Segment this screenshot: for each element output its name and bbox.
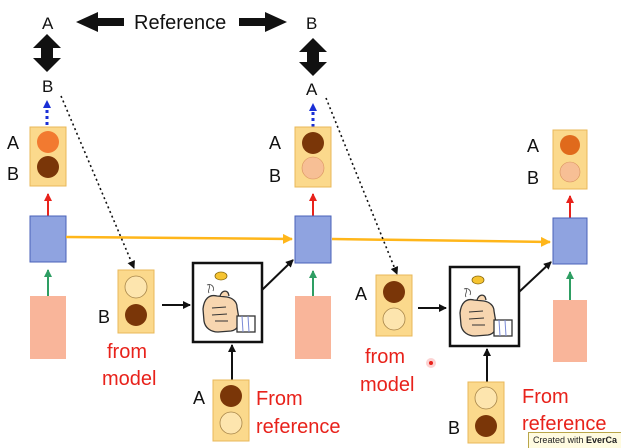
model-2-circle-a bbox=[383, 281, 405, 303]
input-box-right bbox=[553, 300, 587, 362]
model-2-caption-line2: model bbox=[360, 374, 414, 396]
state-mid-a-label: A bbox=[269, 133, 281, 153]
ref-1-circle-a bbox=[220, 385, 242, 407]
ref-left-top-label: A bbox=[42, 14, 54, 33]
ref-2-label: B bbox=[448, 418, 460, 438]
model-2-circle-b bbox=[382, 307, 406, 331]
model-2-label: A bbox=[355, 284, 367, 304]
ref-mid-bottom-label: A bbox=[306, 80, 318, 99]
circle-a-mid bbox=[302, 132, 324, 154]
state-left-b-label: B bbox=[7, 164, 19, 184]
orange-arrow-1 bbox=[65, 233, 293, 244]
ref-left-bottom-label: B bbox=[42, 77, 53, 96]
coin-toss-hand-icon-1 bbox=[202, 271, 256, 333]
state-right-a-label: A bbox=[527, 136, 539, 156]
circle-b-right bbox=[559, 161, 581, 183]
model-1-caption-line1: from bbox=[107, 341, 147, 363]
circle-a-right bbox=[560, 135, 580, 155]
ref-2-circle-b bbox=[475, 415, 497, 437]
orange-arrow-2 bbox=[331, 236, 551, 247]
state-left-a-label: A bbox=[7, 133, 19, 153]
ref-1-caption-line1: From bbox=[256, 388, 303, 410]
reference-arrow-right bbox=[239, 12, 287, 32]
circle-a-left bbox=[37, 131, 59, 153]
input-box-mid bbox=[295, 296, 331, 359]
watermark-prefix: Created with bbox=[532, 435, 586, 445]
circle-b-left bbox=[37, 156, 59, 178]
coin-toss-hand-icon-2 bbox=[459, 275, 513, 337]
model-1-circle-a bbox=[124, 275, 148, 299]
ref-2-caption-line1: From bbox=[522, 386, 569, 408]
dotted-arrow-ref-to-model-1 bbox=[60, 95, 135, 269]
rnn-box-right bbox=[552, 217, 588, 265]
arrow-coin-to-rnn-mid bbox=[261, 259, 294, 291]
arrow-coin-to-rnn-right bbox=[518, 261, 552, 293]
circle-b-mid bbox=[301, 156, 325, 180]
dotted-arrow-ref-to-model-2 bbox=[325, 97, 399, 275]
ref-mid-top-label: B bbox=[306, 14, 317, 33]
rnn-box-mid bbox=[294, 215, 332, 264]
reference-title: Reference bbox=[134, 12, 226, 34]
swap-arrow-left bbox=[33, 34, 61, 72]
ref-2-caption-line2: reference bbox=[522, 413, 607, 435]
ref-1-caption-line2: reference bbox=[256, 416, 341, 438]
swap-arrow-mid bbox=[299, 38, 327, 76]
reference-arrow-left bbox=[76, 12, 124, 32]
model-2-caption-line1: from bbox=[365, 346, 405, 368]
watermark: Created with EverCa bbox=[527, 432, 621, 448]
watermark-brand: EverCa bbox=[585, 435, 617, 445]
state-right-b-label: B bbox=[527, 168, 539, 188]
model-1-label: B bbox=[98, 307, 110, 327]
model-1-caption-line2: model bbox=[102, 368, 156, 390]
state-mid-b-label: B bbox=[269, 166, 281, 186]
ref-1-circle-b bbox=[219, 411, 243, 435]
ref-2-circle-a bbox=[474, 386, 498, 410]
model-1-circle-b bbox=[125, 304, 147, 326]
input-box-left bbox=[30, 296, 66, 359]
ref-1-label: A bbox=[193, 388, 205, 408]
rnn-box-left bbox=[29, 215, 67, 263]
cursor-dot-center bbox=[429, 361, 433, 365]
